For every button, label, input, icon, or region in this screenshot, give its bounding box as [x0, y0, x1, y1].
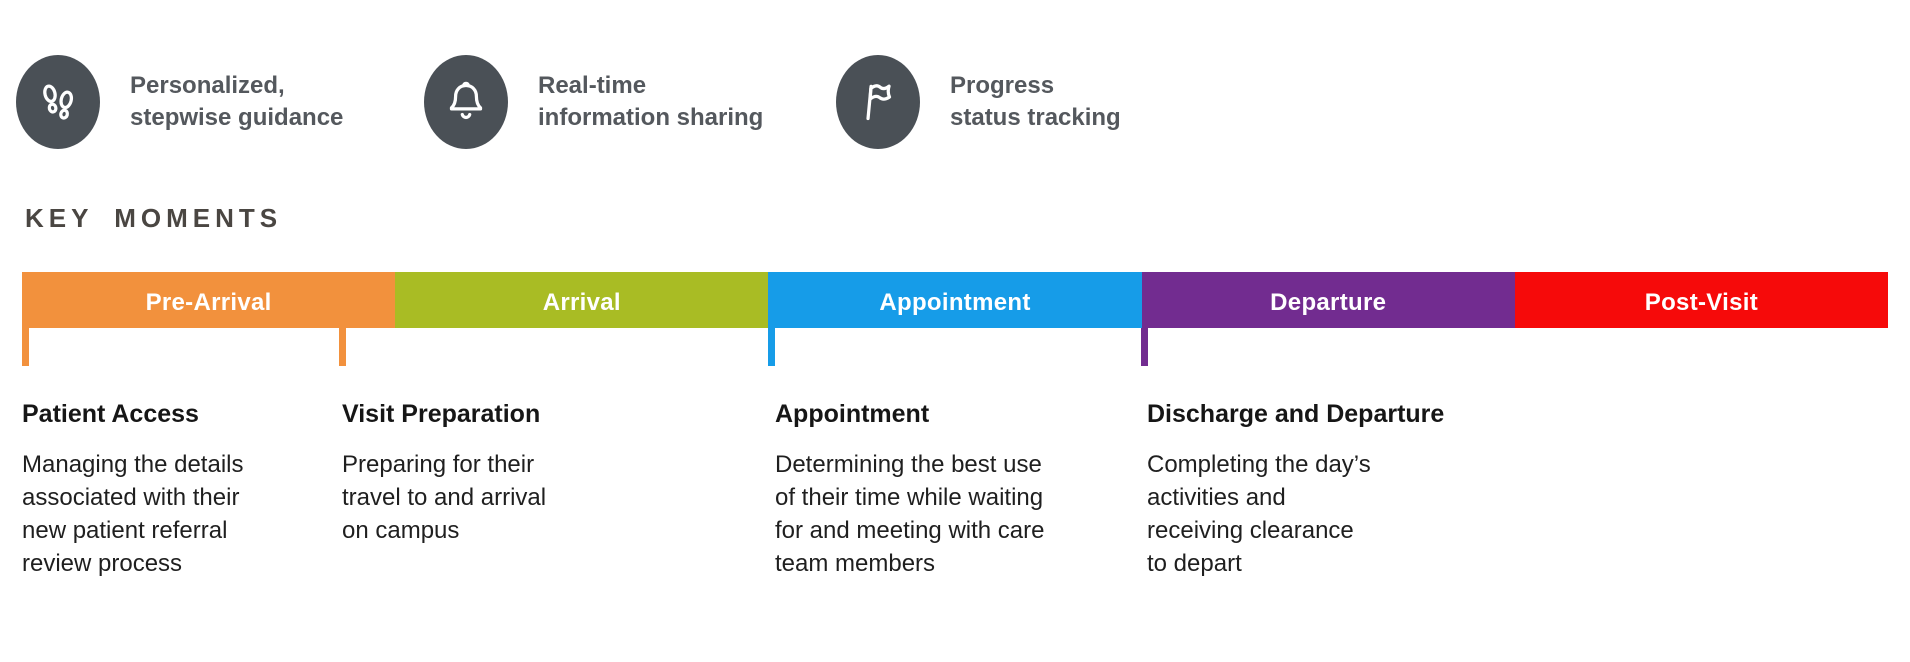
timeline-tick-patient-access — [22, 328, 29, 366]
feature-progress-tracking: Progress status tracking — [836, 55, 1121, 149]
bell-icon — [424, 55, 508, 149]
moment-patient-access: Patient Access Managing the details asso… — [22, 400, 362, 580]
moment-title: Visit Preparation — [342, 400, 541, 428]
journey-timeline-bar: Pre-Arrival Arrival Appointment Departur… — [22, 272, 1889, 328]
footprints-icon — [16, 55, 100, 149]
timeline-segment-pre-arrival: Pre-Arrival — [22, 272, 396, 328]
moment-visit-preparation: Visit Preparation Preparing for their tr… — [342, 400, 682, 547]
moment-description: Preparing for their travel to and arriva… — [342, 451, 547, 544]
moment-appointment: Appointment Determining the best use of … — [775, 400, 1115, 580]
flag-icon — [836, 55, 920, 149]
moment-description: Completing the day’s activities and rece… — [1147, 451, 1371, 577]
moment-title: Discharge and Departure — [1147, 400, 1445, 428]
moment-title: Patient Access — [22, 400, 199, 428]
timeline-segment-arrival: Arrival — [395, 272, 769, 328]
timeline-segment-departure: Departure — [1141, 272, 1515, 328]
timeline-tick-appointment — [768, 328, 775, 366]
timeline-tick-discharge — [1141, 328, 1148, 366]
feature-label: Personalized, stepwise guidance — [130, 72, 344, 131]
moment-discharge-departure: Discharge and Departure Completing the d… — [1147, 400, 1487, 580]
moment-title: Appointment — [775, 400, 930, 428]
section-title-key-moments: KEY MOMENTS — [25, 203, 283, 233]
feature-label: Real-time information sharing — [538, 72, 764, 131]
moment-description: Determining the best use of their time w… — [775, 451, 1045, 577]
timeline-tick-visit-preparation — [339, 328, 346, 366]
timeline-segment-post-visit: Post-Visit — [1514, 272, 1889, 328]
moment-description: Managing the details associated with the… — [22, 451, 244, 577]
feature-personalized-guidance: Personalized, stepwise guidance — [16, 55, 343, 149]
timeline-segment-appointment: Appointment — [768, 272, 1142, 328]
feature-label: Progress status tracking — [950, 72, 1121, 131]
feature-realtime-sharing: Real-time information sharing — [424, 55, 763, 149]
